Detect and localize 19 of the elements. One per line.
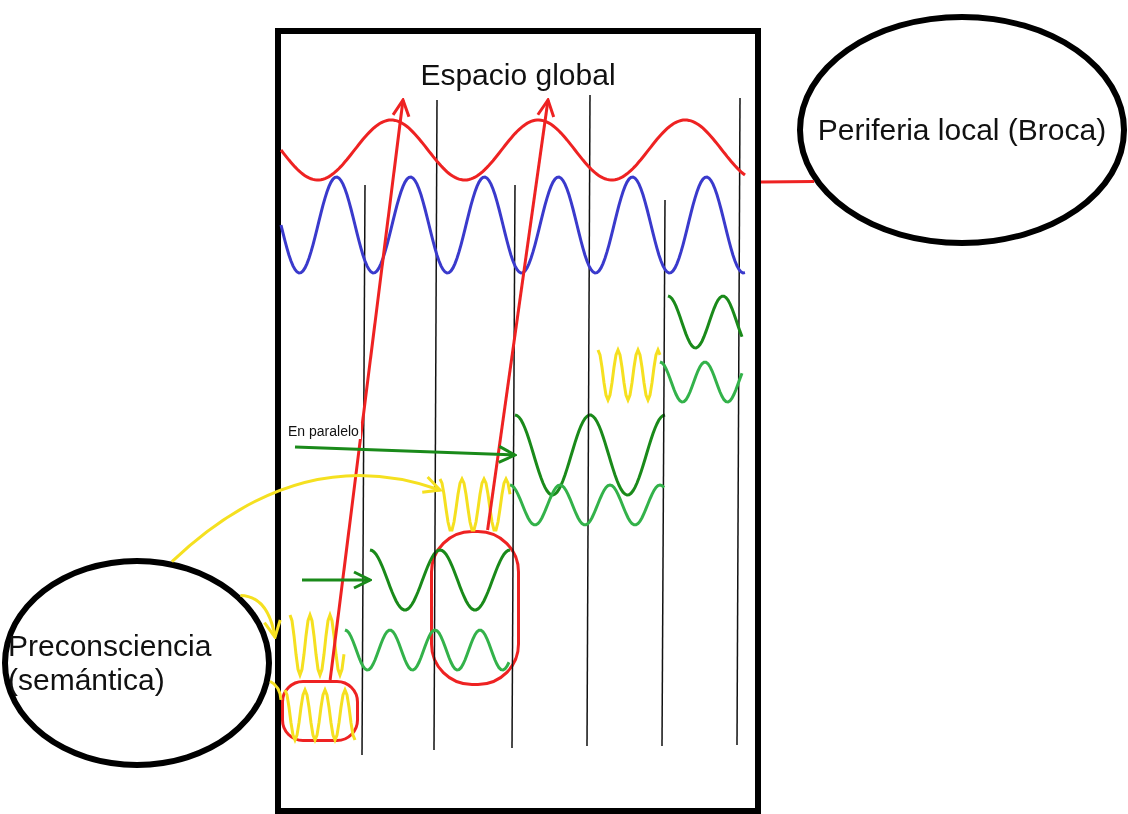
connector-line [761,180,815,184]
highlight-outline [281,680,359,742]
node-label: Periferia local (Broca) [817,113,1107,147]
arrow [328,98,411,681]
arrow [486,98,556,531]
waveform-picture [515,413,665,497]
node-label: Espacio global [420,58,616,92]
waveform-picture [370,548,510,612]
edge-label: En paralelo [286,423,361,439]
frame-box [275,28,761,814]
highlight-outline [430,530,520,686]
arrow [170,474,442,563]
arrow [240,594,282,639]
arrow [294,444,517,464]
connector-line [269,679,283,700]
arrow [302,570,372,590]
ellipse-node [2,558,272,768]
node-label: Preconsciencia (semántica) [8,629,213,697]
ellipse-node [797,14,1127,246]
